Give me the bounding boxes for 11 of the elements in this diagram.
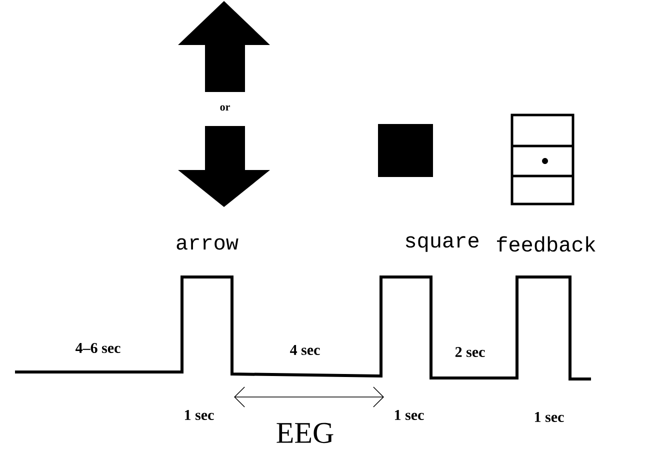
duration-label: 2 sec — [455, 346, 485, 358]
stimulus-label: feedback — [497, 236, 596, 252]
stimulus-label: arrow — [176, 238, 238, 250]
eeg-label: EEG — [276, 422, 334, 444]
stimulus-label: square — [406, 236, 478, 252]
stimulus-label: or — [220, 105, 230, 111]
duration-label: 1 sec — [185, 410, 214, 420]
duration-label: 1 sec — [535, 412, 564, 422]
duration-label: 4–6 sec — [76, 342, 120, 354]
duration-label: 4 sec — [290, 345, 320, 355]
duration-label: 1 sec — [395, 410, 424, 420]
